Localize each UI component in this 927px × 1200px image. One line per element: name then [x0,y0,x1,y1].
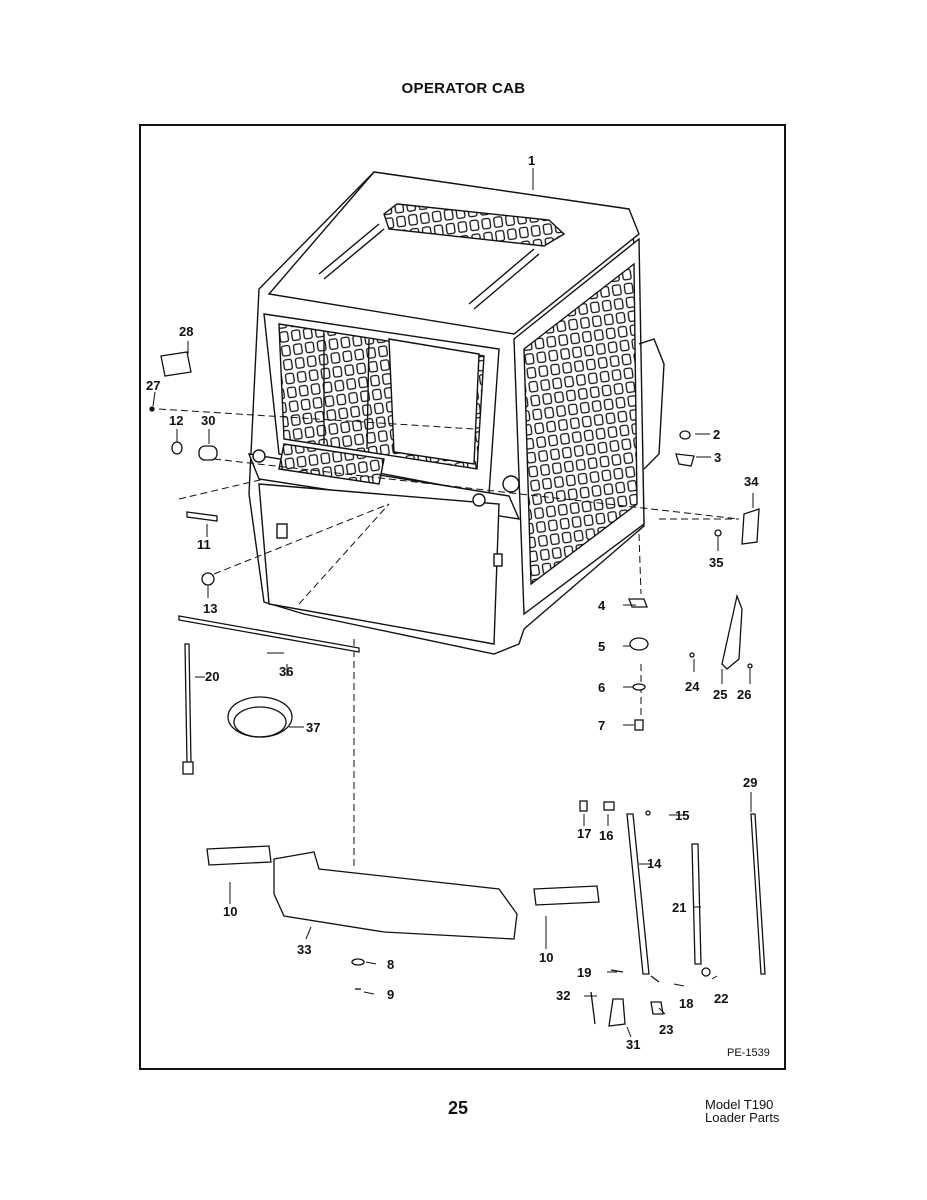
callout-15: 15 [675,808,689,823]
leader-lines [152,168,754,1038]
footer-model-info: Model T190 Loader Parts [705,1098,779,1124]
page-number: 25 [448,1098,469,1118]
dashed-leader-lines [158,408,740,869]
callout-13: 13 [203,601,217,616]
callout-37: 37 [306,720,320,735]
callout-30: 30 [201,413,215,428]
callout-23: 23 [659,1022,673,1037]
callout-26: 26 [737,687,751,702]
exploded-parts-diagram: 1 2 3 4 5 6 7 8 9 10 10 11 12 13 14 15 1… [146,153,770,1059]
cab-assembly [247,171,665,655]
callout-32: 32 [556,988,570,1003]
callout-36: 36 [279,664,293,679]
callout-33: 33 [297,942,311,957]
callout-25: 25 [713,687,727,702]
callout-14: 14 [647,856,662,871]
callout-19: 19 [577,965,591,980]
callout-9: 9 [387,987,394,1002]
callout-5: 5 [598,639,605,654]
callout-27: 27 [146,378,160,393]
callout-20: 20 [205,669,219,684]
callout-35: 35 [709,555,723,570]
callout-29: 29 [743,775,757,790]
callout-4: 4 [598,598,606,613]
footer-model: Model T190 [705,1097,774,1112]
figure-code: PE-1539 [727,1047,770,1059]
footer-section: Loader Parts [705,1110,780,1125]
callout-11: 11 [197,537,211,552]
callout-34: 34 [744,474,759,489]
callout-16: 16 [599,828,613,843]
callout-24: 24 [685,679,700,694]
callout-10-left: 10 [223,904,237,919]
diagram-frame [139,124,786,1070]
callout-28: 28 [179,324,193,339]
callout-22: 22 [714,991,728,1006]
callout-18: 18 [679,996,693,1011]
callout-31: 31 [626,1037,640,1052]
callout-1: 1 [528,153,535,168]
callout-17: 17 [577,826,591,841]
callout-labels: 1 2 3 4 5 6 7 8 9 10 10 11 12 13 14 15 1… [146,153,770,1059]
callout-6: 6 [598,680,605,695]
callout-12: 12 [169,413,183,428]
callout-21: 21 [672,900,686,915]
small-parts [149,351,766,1027]
callout-2: 2 [713,427,720,442]
callout-10-right: 10 [539,950,553,965]
callout-3: 3 [714,450,721,465]
page-title: OPERATOR CAB [401,80,526,97]
callout-8: 8 [387,957,394,972]
callout-7: 7 [598,718,605,733]
